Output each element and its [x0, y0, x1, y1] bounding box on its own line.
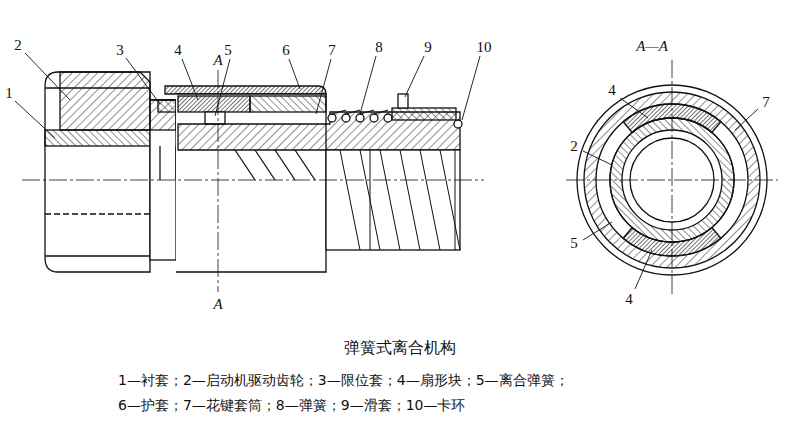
callout-number: 3 — [116, 42, 124, 59]
callout-number: 5 — [570, 235, 578, 252]
callout-number: 2 — [570, 138, 578, 155]
section-title: A—A — [636, 38, 668, 55]
callout-number: 6 — [282, 42, 290, 59]
callout-number: 5 — [224, 42, 232, 59]
callout-number: 1 — [5, 85, 13, 102]
callout-number: 4 — [608, 82, 616, 99]
callout-number: 7 — [762, 94, 770, 111]
callout-number: 4 — [174, 42, 182, 59]
parts-key: 6—护套；7—花键套筒；8—弹簧；9—滑套；10—卡环 — [118, 398, 465, 413]
section-mark: A — [213, 52, 222, 69]
callout-number: 10 — [477, 39, 492, 56]
callout-number: 4 — [625, 291, 633, 308]
callout-number: 7 — [328, 42, 336, 59]
section-mark: A — [213, 296, 222, 313]
parts-key: 1—衬套；2—启动机驱动齿轮；3—限位套；4—扇形块；5—离合弹簧； — [118, 373, 569, 388]
callout-number: 9 — [424, 39, 432, 56]
figure-title: 弹簧式离合机构 — [344, 339, 456, 357]
section-view — [566, 60, 778, 296]
callout-number: 2 — [14, 37, 22, 54]
side-view — [15, 53, 484, 292]
callout-number: 8 — [375, 39, 383, 56]
